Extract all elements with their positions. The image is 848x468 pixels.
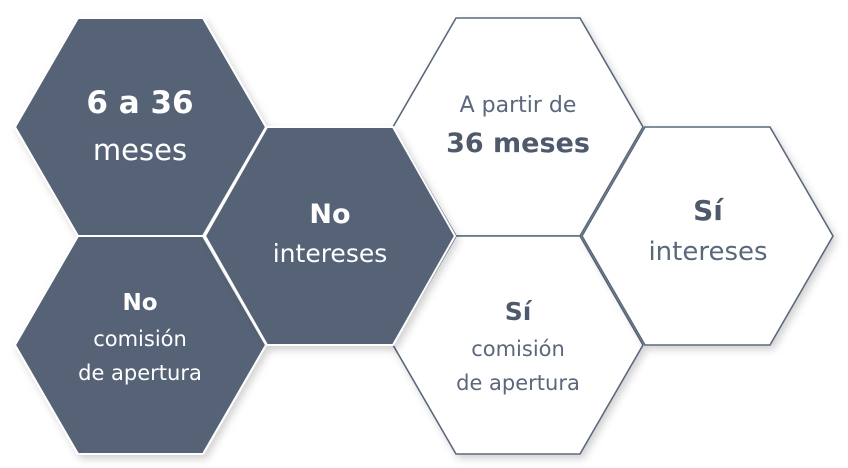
label-plazo-corto-line1: 6 a 36 <box>86 85 193 121</box>
label-plazo-largo-line2: 36 meses <box>446 128 590 159</box>
label-con-comision-line2: comisión <box>471 337 565 361</box>
label-con-intereses-line2: intereses <box>648 237 767 267</box>
label-con-comision-line1: Sí <box>505 297 533 326</box>
label-con-comision-line3: de apertura <box>456 371 580 395</box>
label-sin-intereses-line1: No <box>309 199 350 230</box>
hex-con-intereses <box>581 126 834 346</box>
label-sin-intereses-line2: intereses <box>273 239 388 268</box>
label-plazo-largo-line1: A partir de <box>460 93 577 118</box>
hex-sin-intereses <box>203 126 457 346</box>
label-sin-comision-line1: No <box>122 290 157 316</box>
label-sin-comision-line3: de apertura <box>78 361 202 385</box>
label-sin-comision-line2: comisión <box>93 327 187 351</box>
hex-sin-comision <box>13 235 268 455</box>
label-plazo-corto-line2: meses <box>93 133 187 167</box>
label-con-intereses-line1: Sí <box>693 194 724 227</box>
